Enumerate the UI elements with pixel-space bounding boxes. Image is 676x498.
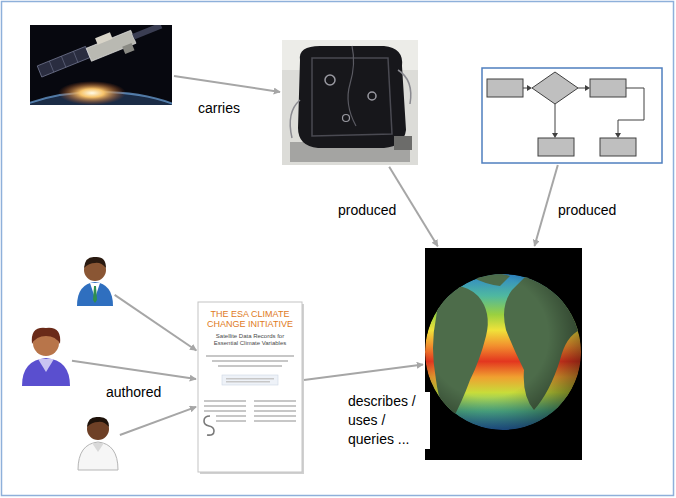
edge-label: describes / uses / queries ... <box>346 392 430 449</box>
paper-title: THE ESA CLIMATE CHANGE INITIATIVE <box>204 309 296 330</box>
globe-picture <box>425 248 582 460</box>
arrow-connector <box>534 165 557 246</box>
paper-subtitle: Satellite Data Records for Essential Cli… <box>204 333 296 348</box>
person-icon <box>78 416 118 470</box>
arrow-connector <box>174 76 280 92</box>
edge-label: carries <box>196 99 242 118</box>
satellite-picture <box>30 25 172 105</box>
process-picture <box>482 68 662 163</box>
arrow-connector <box>304 364 423 379</box>
arrow-connector <box>72 361 196 379</box>
edge-label: produced <box>336 201 398 220</box>
person-icon <box>77 257 113 306</box>
edge-label: authored <box>104 383 163 402</box>
edge-label: produced <box>556 201 618 220</box>
arrow-connector <box>115 295 197 351</box>
arrow-connector <box>120 407 196 435</box>
paper-page: THE ESA CLIMATE CHANGE INITIATIVE Satelli… <box>198 302 302 472</box>
instrument-picture <box>282 40 418 165</box>
person-icon <box>22 328 70 386</box>
